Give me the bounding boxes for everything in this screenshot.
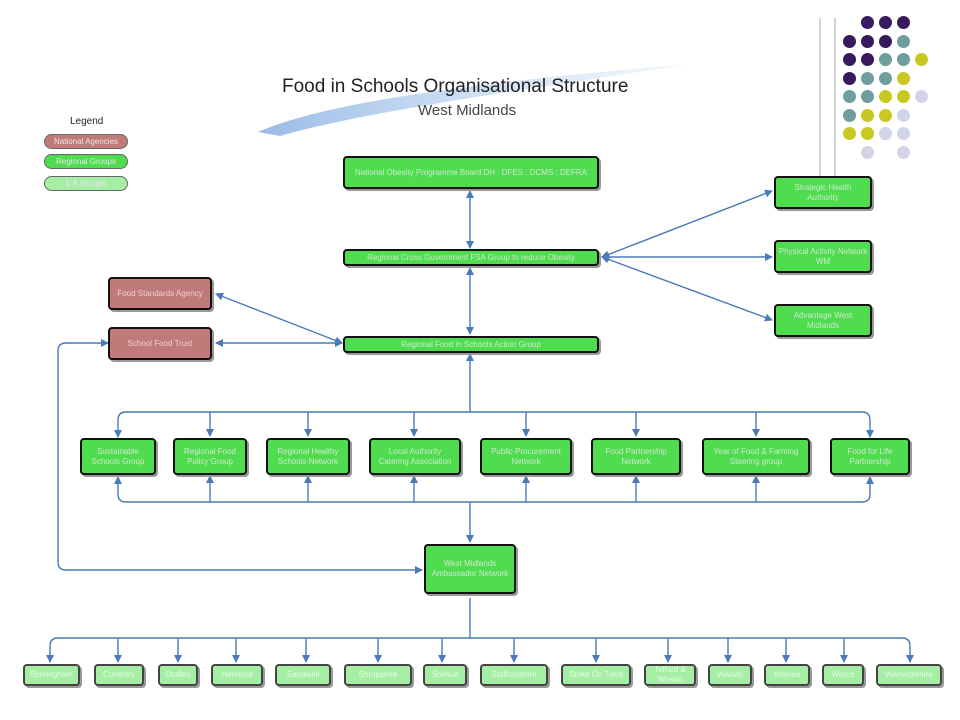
la-group: Solihull (423, 664, 467, 686)
page-title: Food in Schools Organisational Structure (282, 76, 629, 97)
decorative-dot (879, 34, 892, 48)
la-group: Coventry (94, 664, 144, 686)
la-group: Worcs (822, 664, 864, 686)
regional-group: Year of Food & Farming Steering group (702, 438, 810, 475)
decorative-dot (861, 90, 874, 103)
regional-group: Regional Food Policy Group (173, 438, 247, 475)
decorative-dot (897, 90, 910, 103)
decorative-dot (843, 71, 856, 85)
decorative-dot (861, 34, 874, 48)
decorative-dot (915, 90, 928, 103)
decorative-dot (861, 16, 874, 29)
decorative-dot (843, 108, 856, 122)
legend-regional-groups: Regional Groups (44, 154, 128, 169)
decorative-dot (879, 108, 892, 122)
decorative-dot (897, 108, 910, 122)
decorative-swoosh (258, 64, 690, 136)
decorative-dot (843, 53, 856, 66)
node-physical-activity-network: Physical Activity Network WM (774, 240, 872, 273)
decorative-dot (861, 145, 874, 159)
la-group: Stoke On Trent (561, 664, 631, 686)
node-national-board: National Obesity Programme Board DH : DF… (343, 156, 599, 189)
la-group: Warwickshire (876, 664, 942, 686)
decorative-dot (897, 71, 910, 85)
decorative-dot (843, 127, 856, 140)
decorative-dot (843, 90, 856, 103)
regional-group: Food for Life Partnership (830, 438, 910, 475)
decorative-dot (897, 127, 910, 140)
la-group: Telford & Wrekin (644, 664, 696, 686)
node-cross-government-group: Regional Cross Government FSA Group to r… (343, 249, 599, 266)
la-group: Dudley (158, 664, 198, 686)
decorative-dot (897, 53, 910, 66)
node-action-group: Regional Food in Schools Action Group (343, 336, 599, 353)
decorative-dot (897, 16, 910, 29)
decorative-dot (879, 53, 892, 66)
regional-group: Regional Healthy Schools Network (266, 438, 350, 475)
la-group: Staffordshire (480, 664, 548, 686)
la-group: Shropshire (344, 664, 412, 686)
node-advantage-west-midlands: Advantage West Midlands (774, 304, 872, 337)
regional-group: Sustainable Schools Group (80, 438, 156, 475)
la-group: Walsall (708, 664, 752, 686)
regional-group: Local Authority Catering Association (369, 438, 461, 475)
decorative-dot (861, 127, 874, 140)
decorative-dot (861, 53, 874, 66)
legend-national-agencies: National Agencies (44, 134, 128, 149)
la-group: Wolves (764, 664, 810, 686)
node-strategic-health-authority: Strategic Health Authority (774, 176, 872, 209)
decorative-dot (861, 108, 874, 122)
page-subtitle: West Midlands (418, 102, 517, 119)
regional-group: Food Partnership Network (591, 438, 681, 475)
decorative-dot (843, 34, 856, 48)
decorative-dot (879, 71, 892, 85)
decorative-dot (861, 71, 874, 85)
regional-group: Public Procurement Network (480, 438, 572, 475)
decorative-dot (897, 145, 910, 159)
decorative-dot (897, 34, 910, 48)
node-ambassador-network: West Midlands Ambassador Network (424, 544, 516, 594)
la-group: Sandwell (275, 664, 331, 686)
legend-title: Legend (70, 116, 104, 127)
legend-la-groups: L.A Groups (44, 176, 128, 191)
decorative-dot (879, 127, 892, 140)
decorative-dot (915, 53, 928, 66)
la-group: Hereford (211, 664, 263, 686)
la-group: Birmingham (23, 664, 80, 686)
decorative-dot (879, 16, 892, 29)
decorative-dot (879, 90, 892, 103)
node-food-standards-agency: Food Standards Agency (108, 277, 212, 310)
node-school-food-trust: School Food Trust (108, 327, 212, 360)
